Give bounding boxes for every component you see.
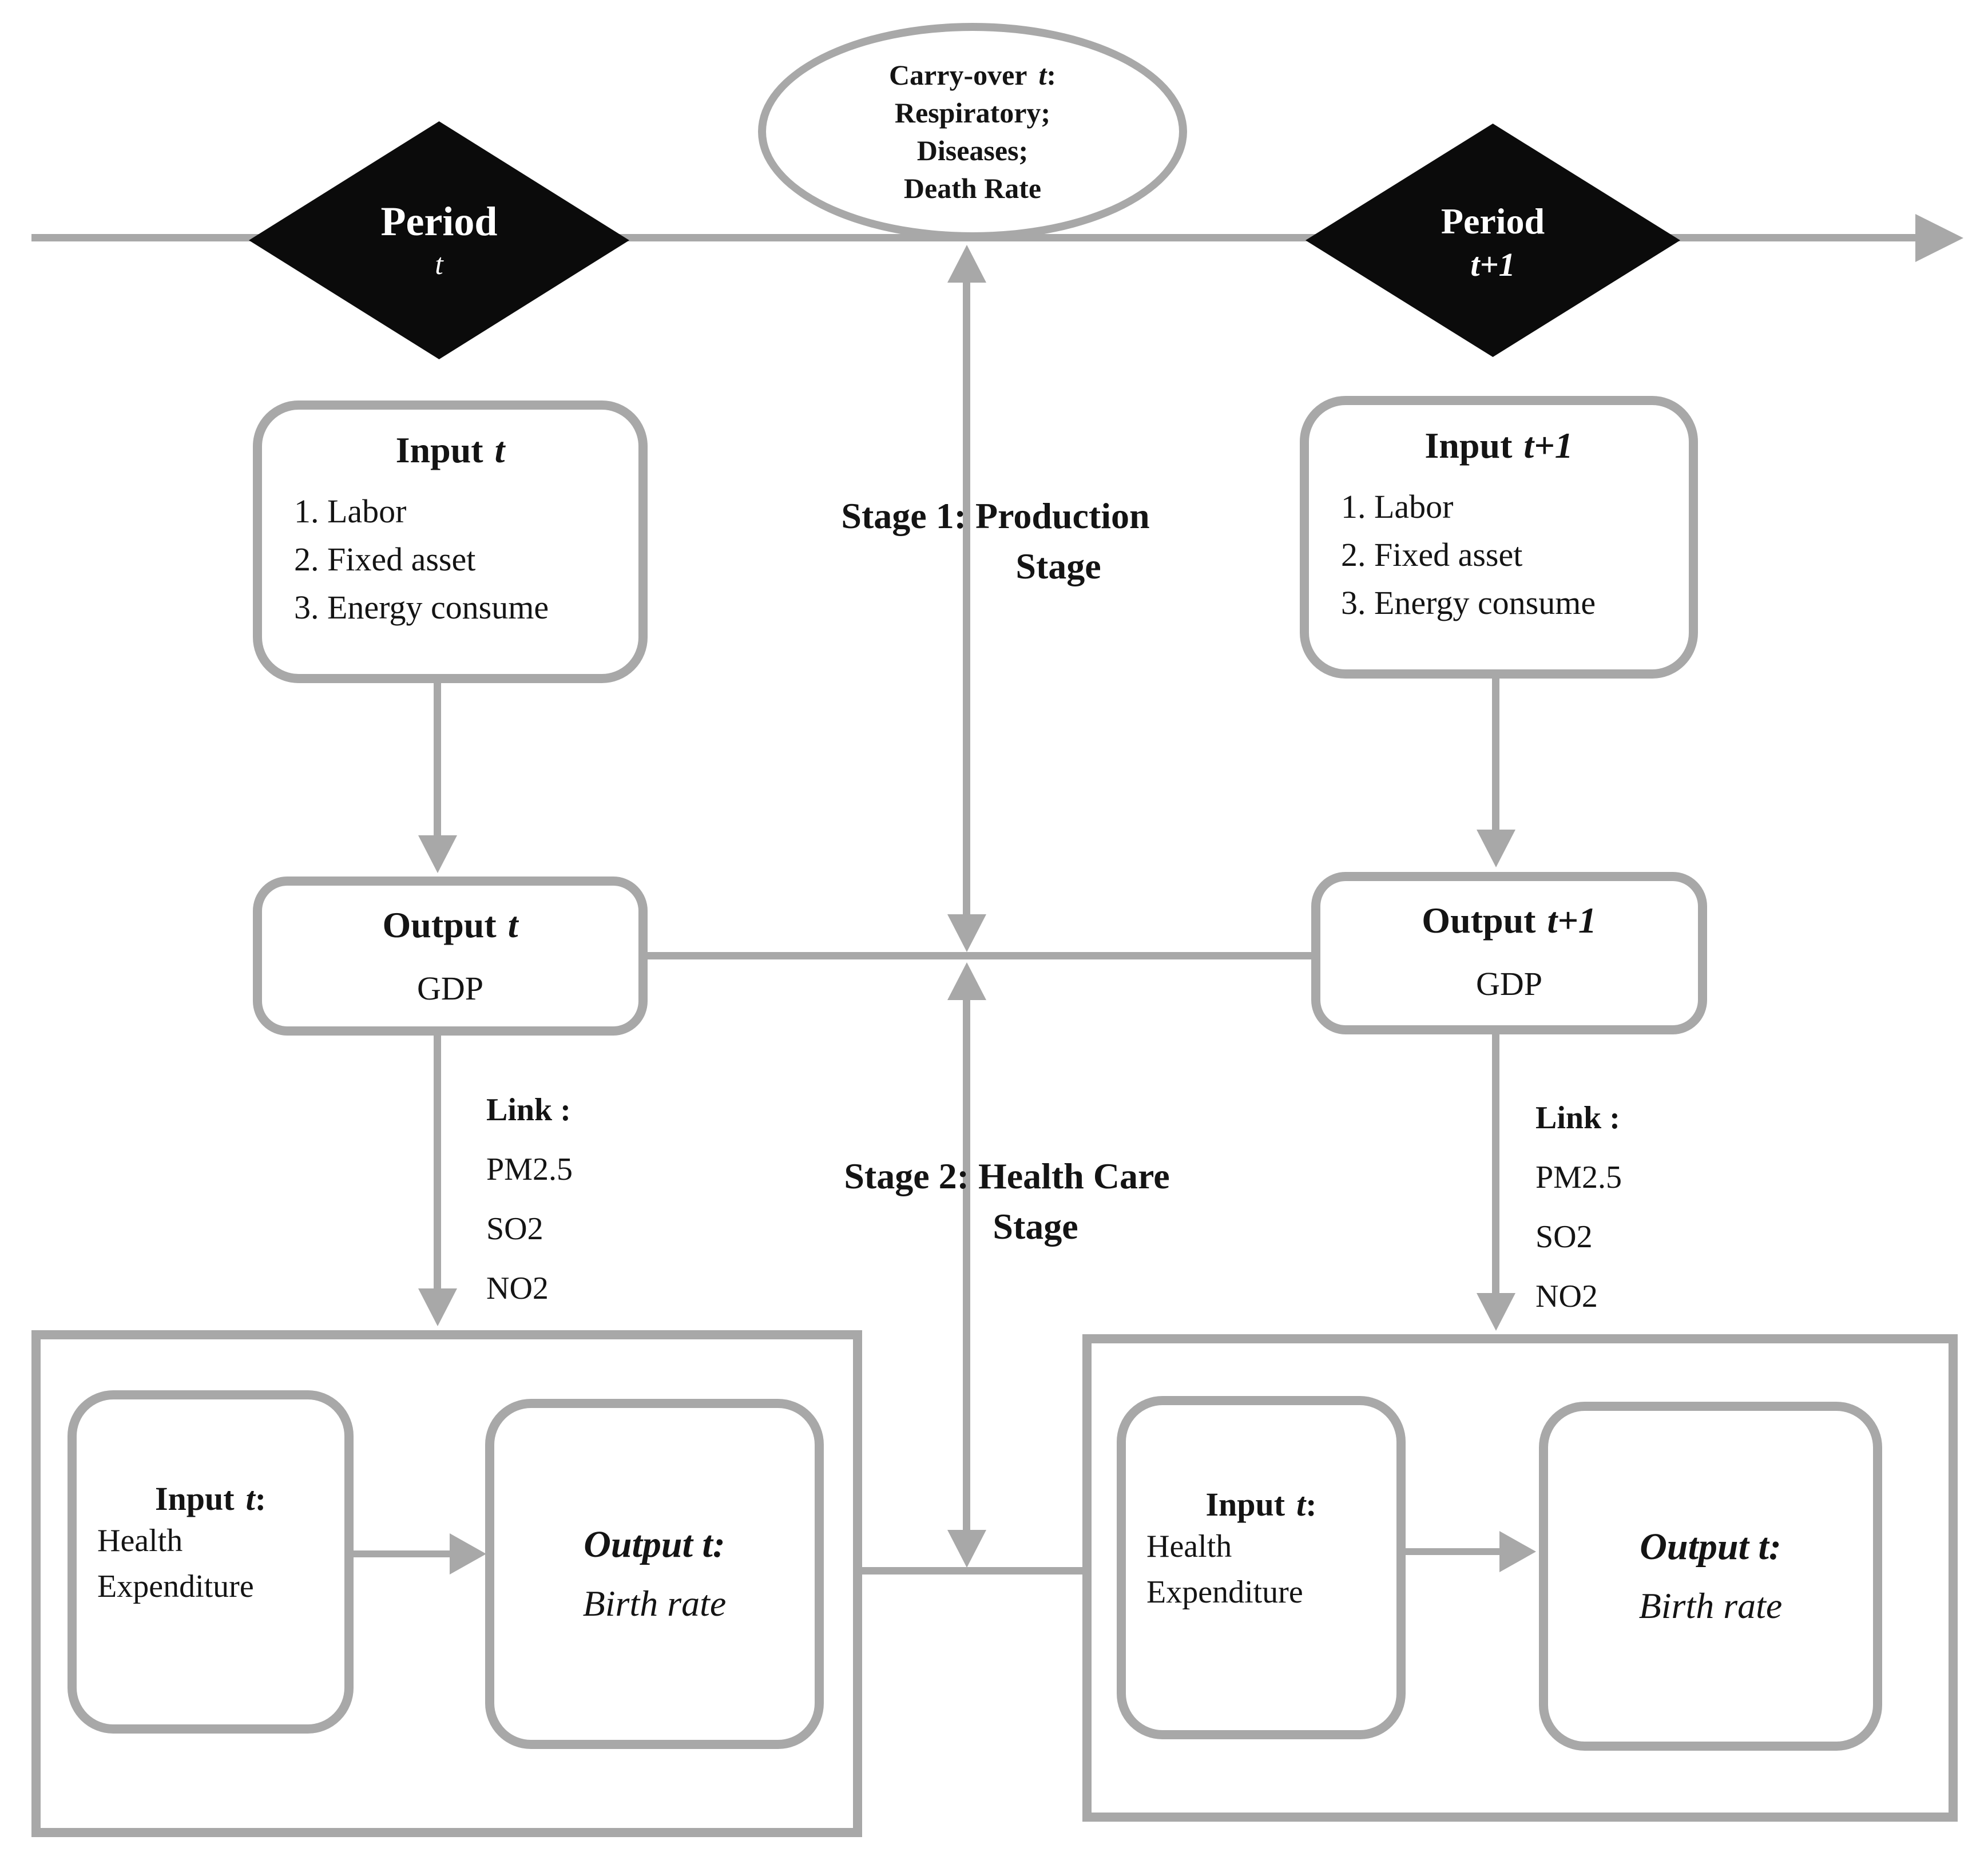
stage1-label-line2: Stage <box>1015 546 1101 586</box>
carry-over-line1-colon: : <box>1046 59 1057 91</box>
carry-over-line1-var: t <box>1038 59 1047 91</box>
link-left-arrow-line <box>434 1036 441 1288</box>
hc-left-input-title-colon: : <box>255 1480 267 1517</box>
hc-left-input-line1: Health <box>97 1523 183 1558</box>
arrow-input-t-to-output-t-line <box>434 683 441 836</box>
timeline-arrowhead-icon <box>1915 214 1963 262</box>
output-t-value: GDP <box>416 970 484 1007</box>
input-t1-title-var: t+1 <box>1523 425 1573 466</box>
input-t-item-labor: 1. Labor <box>294 493 407 530</box>
input-t1-item-list: 1. Labor 2. Fixed asset 3. Energy consum… <box>1309 483 1689 627</box>
link-right-arrowhead-icon <box>1477 1293 1515 1331</box>
input-t1-item-fixed-asset: 2. Fixed asset <box>1341 536 1523 573</box>
stage2-label: Stage 2: Health Care Stage <box>767 1151 1247 1252</box>
arrow-input-t1-to-output-t1-head-icon <box>1477 830 1515 867</box>
carry-over-line1: Carry-over t: <box>889 56 1056 94</box>
carry-over-line4: Death Rate <box>903 172 1042 204</box>
link-right-so2: SO2 <box>1535 1219 1593 1255</box>
stage1-label-line1: Stage 1: Production <box>841 495 1150 536</box>
link-left-so2: SO2 <box>486 1211 543 1247</box>
stage2-arrowhead-down-icon <box>947 1530 986 1568</box>
link-left-no2: NO2 <box>486 1271 549 1306</box>
hc-left-input-title-var: t <box>245 1480 255 1517</box>
link-left-title: Link : <box>486 1092 571 1128</box>
link-right-list: PM2.5 SO2 NO2 <box>1535 1148 1622 1326</box>
hc-right-input-line1: Health <box>1146 1529 1232 1564</box>
period-t-label: Period <box>380 199 498 244</box>
hc-left-output-title: Output t: <box>584 1524 725 1565</box>
link-right-title: Link : <box>1535 1100 1620 1136</box>
hc-left-arrowhead-icon <box>450 1533 486 1575</box>
hc-right-output-title: Output t: <box>1640 1526 1781 1568</box>
health-care-connector-line <box>862 1567 1082 1575</box>
period-t1-subscript: t+1 <box>1470 246 1515 283</box>
link-right-arrow-line <box>1492 1034 1499 1293</box>
link-left-list: PM2.5 SO2 NO2 <box>486 1140 573 1318</box>
input-t-item-list: 1. Labor 2. Fixed asset 3. Energy consum… <box>262 487 638 632</box>
hc-right-input-title-var: t <box>1296 1486 1306 1523</box>
hc-right-output-box: Output t: Birth rate <box>1539 1402 1882 1751</box>
link-left-arrowhead-icon <box>418 1288 457 1326</box>
stage2-arrow-line <box>963 998 970 1532</box>
link-left-pm25: PM2.5 <box>486 1152 573 1187</box>
hc-left-input-line2: Expenditure <box>97 1569 254 1604</box>
input-t-item-energy: 3. Energy consume <box>294 589 549 626</box>
stage1-arrowhead-down-icon <box>947 914 986 952</box>
carry-over-line3: Diseases; <box>916 134 1029 166</box>
period-t1-diamond: Period t+1 <box>1306 124 1680 357</box>
hc-left-input-title-text: Input <box>154 1480 235 1517</box>
arrow-input-t-to-output-t-head-icon <box>418 835 457 873</box>
carry-over-ellipse: Carry-over t: Respiratory; Diseases; Deat… <box>758 23 1187 240</box>
output-t1-title-text: Output <box>1422 900 1536 941</box>
carry-over-line1-text: Carry-over <box>888 59 1027 91</box>
input-t-title-var: t <box>494 430 505 470</box>
stage2-label-line2: Stage <box>993 1206 1078 1247</box>
period-t-diamond: Period t <box>249 121 629 359</box>
link-right-no2: NO2 <box>1535 1279 1598 1314</box>
hc-right-arrow-line <box>1406 1548 1502 1555</box>
hc-left-output-box: Output t: Birth rate <box>485 1399 824 1749</box>
stage1-arrowhead-up-icon <box>947 245 986 283</box>
hc-left-output-value: Birth rate <box>582 1583 727 1624</box>
output-t-title-var: t <box>507 905 518 945</box>
hc-right-output-value: Birth rate <box>1638 1585 1783 1626</box>
hc-right-input-title-colon: : <box>1306 1486 1317 1523</box>
stage2-label-line1: Stage 2: Health Care <box>844 1156 1170 1196</box>
output-t1-value: GDP <box>1475 965 1543 1002</box>
hc-right-arrowhead-icon <box>1499 1531 1536 1572</box>
input-t-item-fixed-asset: 2. Fixed asset <box>294 541 476 578</box>
link-left-block: Link : PM2.5 SO2 NO2 <box>486 1080 573 1318</box>
carry-over-line2: Respiratory; <box>894 97 1051 129</box>
link-right-pm25: PM2.5 <box>1535 1160 1622 1195</box>
stage1-label: Stage 1: Production Stage <box>767 491 1224 592</box>
arrow-input-t1-to-output-t1-line <box>1492 679 1499 831</box>
hc-left-arrow-line <box>350 1550 452 1557</box>
link-right-block: Link : PM2.5 SO2 NO2 <box>1535 1088 1622 1326</box>
stage2-arrowhead-up-icon <box>947 962 986 1000</box>
stage1-arrow-line <box>963 280 970 917</box>
output-connector-line <box>646 952 1311 959</box>
period-t1-label: Period <box>1441 201 1545 241</box>
period-t-subscript: t <box>435 248 443 281</box>
hc-right-input-line2: Expenditure <box>1146 1575 1303 1610</box>
input-t1-item-energy: 3. Energy consume <box>1341 584 1596 621</box>
output-t1-title-var: t+1 <box>1547 900 1597 941</box>
output-t1-title: Output t+1 <box>1422 899 1596 942</box>
input-t-title-text: Input <box>395 430 483 470</box>
hc-right-input-title-text: Input <box>1205 1486 1285 1523</box>
input-t1-item-labor: 1. Labor <box>1341 488 1454 525</box>
output-t-title-text: Output <box>382 905 497 945</box>
input-t1-title-text: Input <box>1424 425 1513 466</box>
output-t1-box: Output t+1 GDP <box>1311 872 1707 1034</box>
